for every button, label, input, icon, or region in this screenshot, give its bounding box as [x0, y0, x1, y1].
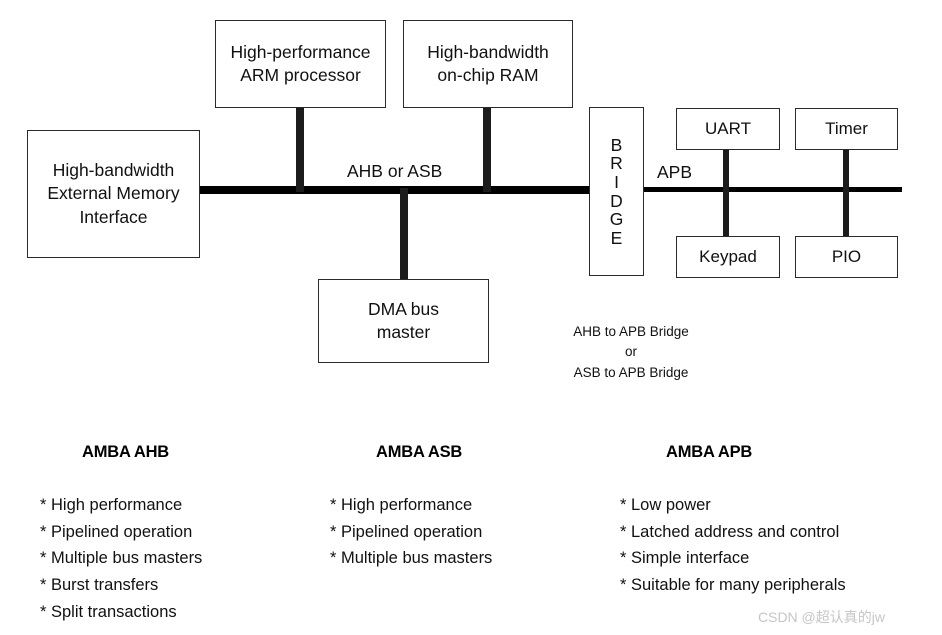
bridge-letter: R: [610, 153, 623, 174]
bridge-caption: AHB to APB Bridge or ASB to APB Bridge: [573, 324, 689, 380]
onchip-ram-bus-stub: [483, 106, 491, 192]
list-item: * Simple interface: [620, 549, 750, 568]
node-timer[interactable]: Timer: [795, 108, 898, 150]
column-amba-apb: AMBA APB * Low power * Latched address a…: [620, 443, 940, 599]
node-uart[interactable]: UART: [676, 108, 780, 150]
list-item: * Multiple bus masters: [40, 549, 203, 568]
label-apb: APB: [657, 162, 693, 182]
node-pio[interactable]: PIO: [795, 236, 898, 278]
arm-processor-bus-stub: [296, 106, 304, 192]
feature-list-amba-asb: * High performance * Pipelined operation…: [330, 492, 620, 572]
uart-bus-stub: [723, 149, 729, 191]
column-title-amba-ahb: AMBA AHB: [82, 443, 169, 461]
dma-bus-stub: [400, 188, 408, 281]
keypad-bus-stub: [723, 189, 729, 237]
list-item: * Pipelined operation: [330, 522, 483, 541]
label-ahb-or-asb: AHB or ASB: [347, 161, 443, 181]
node-onchip-ram[interactable]: High-bandwidth on-chip RAM: [403, 20, 573, 108]
list-item: * Latched address and control: [620, 522, 840, 541]
pio-bus-stub: [843, 189, 849, 237]
ahb-asb-bus-line: [196, 186, 600, 194]
column-title-amba-asb: AMBA ASB: [376, 443, 463, 461]
node-external-memory-interface[interactable]: High-bandwidth External Memory Interface: [27, 130, 200, 258]
bridge-letter: I: [614, 171, 619, 192]
csdn-watermark: CSDN @超认真的jw: [758, 609, 885, 625]
bridge-letter: G: [609, 209, 624, 230]
node-keypad[interactable]: Keypad: [676, 236, 780, 278]
list-item: * Low power: [620, 496, 711, 514]
list-item: * Suitable for many peripherals: [620, 576, 846, 595]
list-item: * Split transactions: [40, 602, 177, 621]
node-dma-bus-master[interactable]: DMA bus master: [318, 279, 489, 363]
node-arm-processor[interactable]: High-performance ARM processor: [215, 20, 386, 108]
list-item: * Pipelined operation: [40, 522, 193, 541]
bridge-letter: E: [610, 227, 623, 248]
column-title-amba-apb: AMBA APB: [666, 443, 753, 461]
node-bridge[interactable]: B R I D G E: [589, 107, 644, 276]
apb-bus-line: [643, 187, 902, 192]
column-amba-asb: AMBA ASB * High performance * Pipelined …: [330, 443, 620, 572]
list-item: * Burst transfers: [40, 576, 159, 595]
bridge-letter: D: [610, 190, 623, 211]
timer-bus-stub: [843, 149, 849, 191]
list-item: * High performance: [330, 496, 473, 514]
feature-list-amba-ahb: * High performance * Pipelined operation…: [40, 492, 330, 626]
bridge-letter: B: [610, 134, 623, 155]
column-amba-ahb: AMBA AHB * High performance * Pipelined …: [40, 443, 330, 626]
feature-list-amba-apb: * Low power * Latched address and contro…: [620, 492, 940, 599]
list-item: * Multiple bus masters: [330, 549, 493, 568]
list-item: * High performance: [40, 496, 183, 514]
